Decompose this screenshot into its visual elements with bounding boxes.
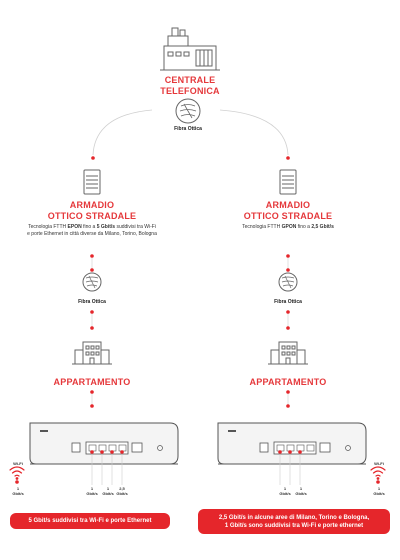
left-desc-speed: 5 Gbit/s (96, 224, 116, 230)
left-cabinet-title: ARMADIO OTTICO STRADALE (32, 200, 152, 222)
connector-dot-11 (90, 404, 94, 408)
right-summary-pill: 2,5 Gbit/s in alcune aree di Milano, Tor… (198, 509, 390, 534)
central-fiber-label: Fibra Ottica (174, 126, 202, 132)
left-apartment-label: APPARTAMENTO (53, 377, 131, 387)
right-port-1-num: 1 (283, 486, 287, 491)
right-pill-line1: 2,5 Gbit/s in alcune aree di Milano, Tor… (218, 514, 370, 521)
right-apartment-label: APPARTAMENTO (249, 377, 327, 387)
right-cabinet-icon (279, 169, 297, 195)
left-wifi-speed-num: 1 (16, 486, 20, 491)
right-fiber-label: Fibra Ottica (274, 299, 302, 305)
right-desc-speed: 2,5 Gbit/s (311, 224, 334, 230)
left-wifi-speed-unit: Gbit/s (12, 491, 24, 496)
left-cabinet-title-line2: OTTICO STRADALE (47, 211, 137, 221)
connector-dot-15 (100, 450, 104, 454)
right-cabinet-title-line1: ARMADIO (265, 200, 311, 210)
right-wifi-speed: 1 Gbit/s (367, 486, 391, 496)
connector-dot-3 (90, 268, 94, 272)
left-cabinet-icon (83, 169, 101, 195)
connector-dot-12 (286, 390, 290, 394)
left-connector-line (92, 109, 153, 156)
right-connector-line (219, 109, 289, 156)
central-office-icon (160, 27, 220, 71)
connector-dot-1 (286, 156, 290, 160)
right-description: Tecnologia FTTH GPON fino a 2,5 Gbit/s (218, 224, 358, 231)
left-fiber-icon (82, 272, 102, 292)
left-wifi-icon (9, 466, 25, 480)
right-wifi-speed-num: 1 (377, 486, 381, 491)
left-description: Tecnologia FTTH EPON fino a 5 Gbit/s sud… (2, 224, 182, 238)
connector-dot-0 (91, 156, 95, 160)
right-wifi-label: Wi-Fi (374, 461, 384, 466)
left-cabinet-title-line1: ARMADIO (69, 200, 115, 210)
connector-dot-8 (286, 310, 290, 314)
connector-dot-22 (376, 480, 380, 484)
right-port-2-unit: Gbit/s (295, 491, 307, 496)
central-title: CENTRALE TELEFONICA (140, 75, 240, 97)
left-apartment-icon (72, 341, 112, 365)
right-desc-tech: GPON (281, 224, 297, 230)
connector-dot-10 (90, 390, 94, 394)
left-port-3-unit: Gbit/s (116, 491, 128, 496)
left-desc-text: Tecnologia FTTH (28, 224, 68, 230)
right-port-1-unit: Gbit/s (279, 491, 291, 496)
connector-dot-9 (286, 326, 290, 330)
right-fiber-icon (278, 272, 298, 292)
right-router (217, 422, 367, 465)
left-desc-text3: suddivisi tra Wi-Fi (115, 224, 156, 230)
connector-dot-17 (120, 450, 124, 454)
right-apartment-icon (268, 341, 308, 365)
left-fiber-label: Fibra Ottica (78, 299, 106, 305)
central-fiber-icon (175, 98, 201, 124)
left-port-speed-3: 2,5 Gbit/s (110, 486, 134, 496)
connector-dot-19 (288, 450, 292, 454)
left-wifi-speed: 1 Gbit/s (6, 486, 30, 496)
left-wifi-label: Wi-Fi (13, 461, 23, 466)
connector-dot-16 (110, 450, 114, 454)
left-port-1-num: 1 (90, 486, 94, 491)
connector-dot-14 (90, 450, 94, 454)
left-port-2-num: 1 (106, 486, 110, 491)
right-pill-line2: 1 Gbit/s sono suddivisi tra Wi-Fi e port… (224, 522, 364, 529)
left-desc-tech: EPON (67, 224, 82, 230)
left-port-speed-2: 1 Gbit/s (96, 486, 120, 496)
right-desc-text2: fino a (296, 224, 312, 230)
connector-dot-6 (90, 310, 94, 314)
connector-dots (15, 156, 380, 485)
right-desc-text: Tecnologia FTTH (242, 224, 282, 230)
connector-dot-4 (286, 254, 290, 258)
left-port-1-unit: Gbit/s (86, 491, 98, 496)
connector-dot-20 (298, 450, 302, 454)
left-port-speed-1: 1 Gbit/s (80, 486, 104, 496)
connector-dot-7 (90, 326, 94, 330)
connector-dot-2 (90, 254, 94, 258)
central-title-line1: CENTRALE (164, 75, 216, 85)
right-wifi-speed-unit: Gbit/s (373, 491, 385, 496)
connector-dot-18 (278, 450, 282, 454)
left-summary-pill: 5 Gbit/s suddivisi tra Wi-Fi e porte Eth… (10, 513, 170, 529)
right-cabinet-title: ARMADIO OTTICO STRADALE (228, 200, 348, 222)
right-port-2-num: 1 (299, 486, 303, 491)
right-cabinet-title-line2: OTTICO STRADALE (243, 211, 333, 221)
left-port-2-unit: Gbit/s (102, 491, 114, 496)
connector-dot-21 (15, 480, 19, 484)
left-router (29, 422, 179, 465)
right-port-speed-2: 1 Gbit/s (289, 486, 313, 496)
central-title-line2: TELEFONICA (160, 86, 220, 96)
left-port-3-num: 2,5 (119, 486, 125, 491)
left-desc-line2: e porte Ethernet in città diverse da Mil… (27, 231, 157, 237)
right-wifi-icon (370, 466, 386, 480)
right-port-speed-1: 1 Gbit/s (273, 486, 297, 496)
connector-dot-5 (286, 268, 290, 272)
connector-dot-13 (286, 404, 290, 408)
left-desc-text2: fino a (81, 224, 97, 230)
